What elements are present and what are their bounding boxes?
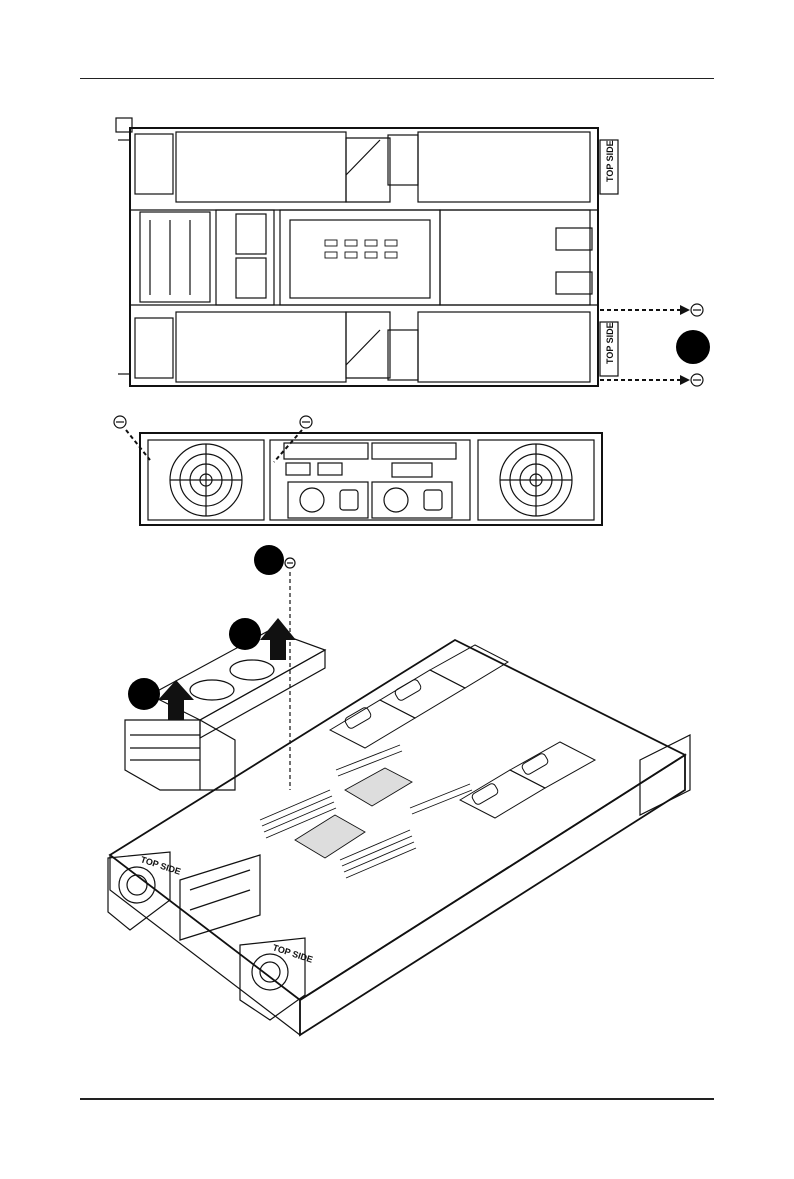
- screw-icon: [285, 558, 295, 568]
- chassis-top-view: TOP SIDE TOP SIDE: [116, 118, 618, 386]
- screw-removal-arrows-rear: [126, 430, 302, 462]
- step-badge: [254, 545, 284, 575]
- step-badge: [676, 330, 710, 364]
- arrow-head-icon: [680, 305, 690, 315]
- iso-top-side-label-2: TOP SIDE: [271, 942, 314, 964]
- screw-icon: [300, 416, 312, 428]
- arrow-head-icon: [680, 375, 690, 385]
- footer-rule: [80, 1098, 714, 1100]
- top-side-label-1: TOP SIDE: [605, 140, 615, 182]
- iso-top-side-label-1: TOP SIDE: [139, 854, 182, 876]
- step-badge: [229, 618, 261, 650]
- screw-icon: [114, 416, 126, 428]
- screw-icon: [691, 374, 703, 386]
- chassis-rear-view: [140, 433, 602, 525]
- riser-cage: [125, 720, 235, 790]
- step-badge: [128, 678, 160, 710]
- chassis-isometric-view: TOP SIDE TOP SIDE: [108, 640, 690, 1035]
- top-side-label-2: TOP SIDE: [605, 322, 615, 364]
- screw-icon: [691, 304, 703, 316]
